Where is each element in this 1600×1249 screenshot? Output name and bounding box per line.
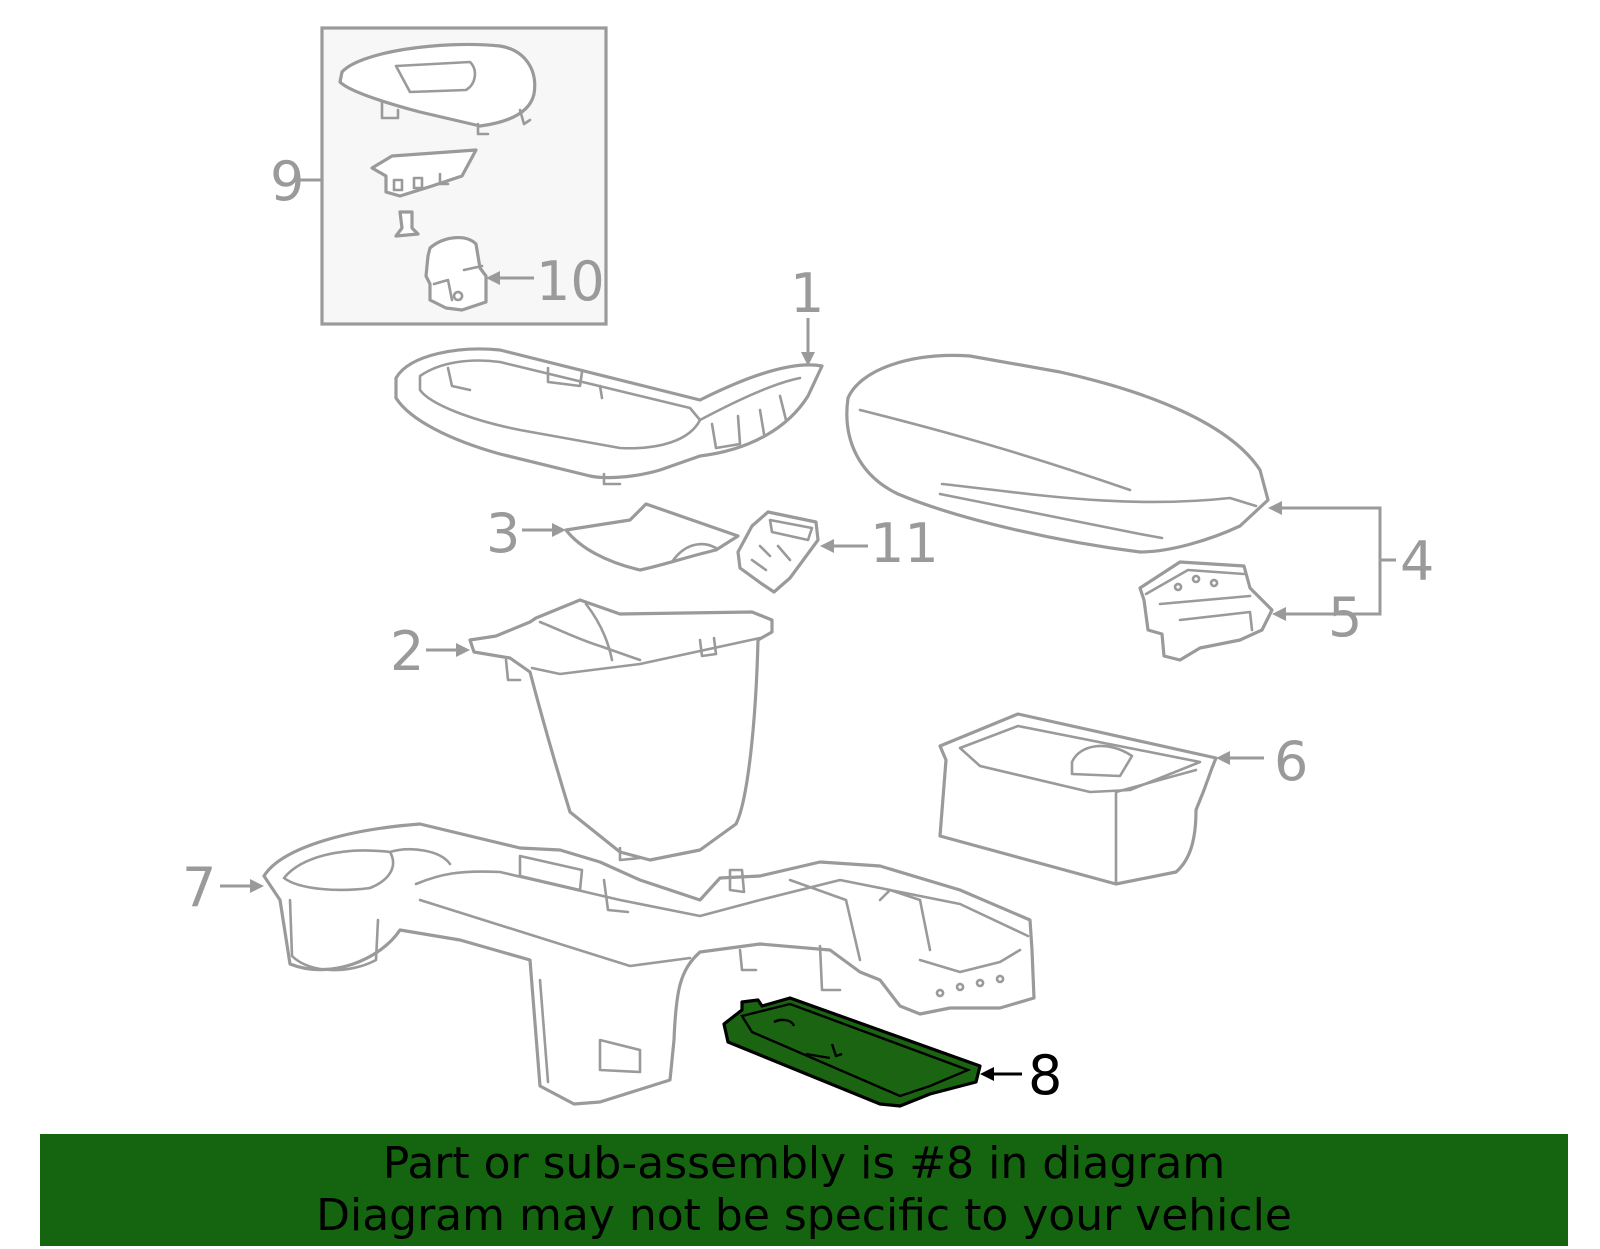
callout-2: 2	[390, 620, 424, 683]
leader-lines	[220, 178, 1396, 1081]
banner-line-2: Diagram may not be specific to your vehi…	[316, 1190, 1292, 1241]
info-banner: Part or sub-assembly is #8 in diagram Di…	[40, 1134, 1568, 1246]
part-8-cover-highlighted[interactable]	[722, 996, 982, 1108]
callout-4: 4	[1400, 530, 1434, 593]
part-9-inset[interactable]	[320, 26, 608, 326]
callout-6: 6	[1274, 730, 1308, 793]
banner-line-1: Part or sub-assembly is #8 in diagram	[382, 1138, 1226, 1189]
part-5-latch[interactable]	[1138, 560, 1274, 662]
part-6-storage-tray[interactable]	[938, 712, 1218, 886]
part-1-console-trim[interactable]	[394, 347, 824, 486]
part-2-storage-bin[interactable]	[468, 598, 774, 862]
callout-labels: 9 10 1 3 11 4 5 2 6 7 8	[182, 150, 1434, 1107]
callout-7: 7	[182, 856, 216, 919]
callout-1: 1	[790, 262, 824, 325]
callout-9: 9	[270, 150, 304, 213]
part-11-usb-module[interactable]	[736, 510, 820, 594]
callout-5: 5	[1328, 586, 1362, 649]
callout-3: 3	[486, 502, 520, 565]
part-3-tray[interactable]	[564, 502, 740, 572]
part-4-armrest[interactable]	[845, 353, 1270, 554]
callout-10: 10	[536, 250, 605, 313]
callout-11: 11	[870, 512, 939, 575]
callout-8: 8	[1028, 1044, 1062, 1107]
part-7-console-base[interactable]	[262, 822, 1036, 1106]
